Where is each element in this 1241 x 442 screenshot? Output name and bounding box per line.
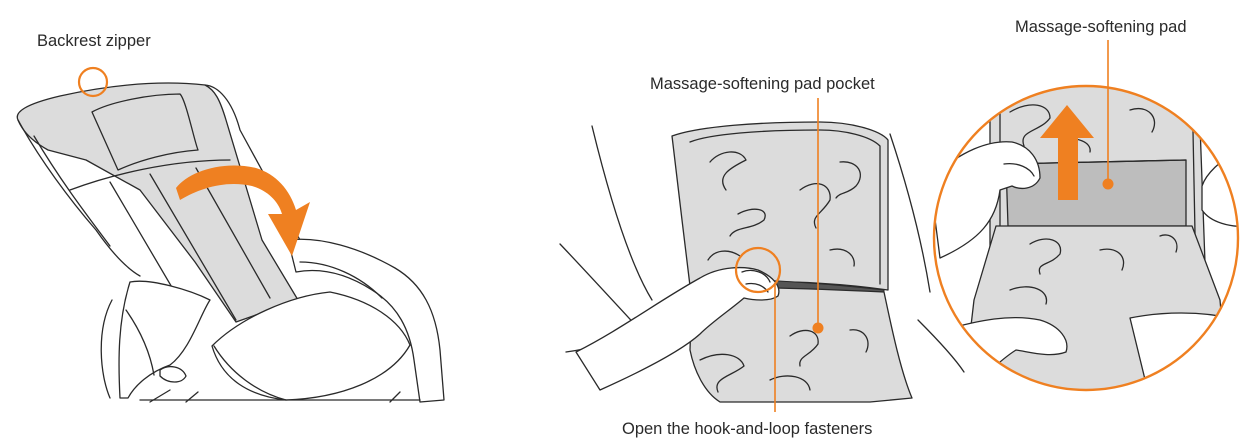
pocket-marker-icon xyxy=(813,323,824,334)
hook-loop-label: Open the hook-and-loop fasteners xyxy=(622,420,872,438)
panel-cover-pocket xyxy=(560,98,964,412)
softening-pad-label: Massage-softening pad xyxy=(1015,18,1187,36)
pad-pocket-label: Massage-softening pad pocket xyxy=(650,75,875,93)
backrest-zipper-label: Backrest zipper xyxy=(37,32,151,50)
pad-marker-icon xyxy=(1103,179,1114,190)
magnified-detail xyxy=(930,70,1241,420)
